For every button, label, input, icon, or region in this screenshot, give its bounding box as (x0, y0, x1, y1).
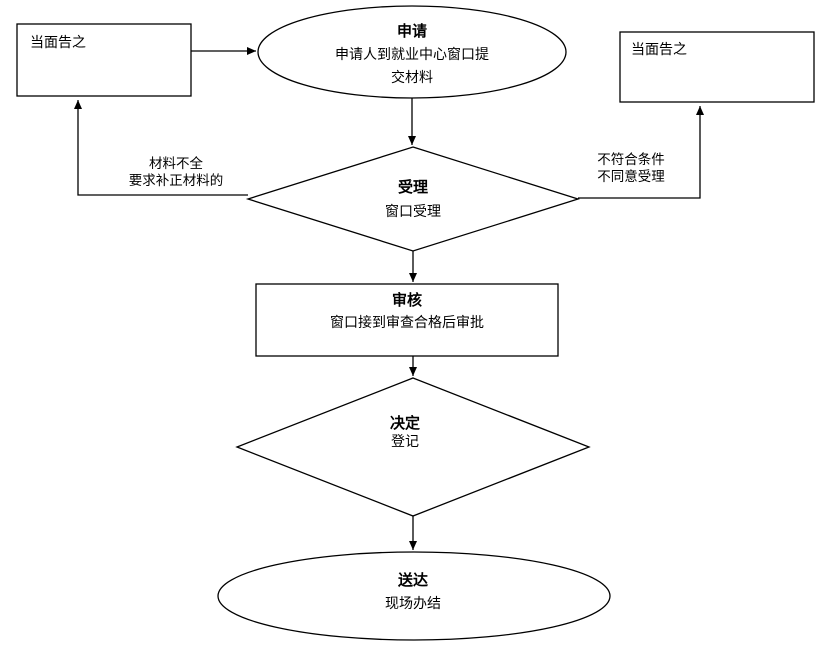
accept-node: 受理 窗口受理 (245, 146, 581, 252)
incomplete-label-line2: 要求补正材料的 (129, 173, 224, 189)
rejected-label-line2: 不同意受理 (597, 168, 665, 185)
deliver-node: 送达 现场办结 (217, 551, 611, 641)
incomplete-label-line1: 材料不全 (149, 155, 203, 172)
accept-body: 窗口受理 (385, 203, 441, 220)
accept-title: 受理 (398, 178, 428, 196)
apply-title: 申请 (397, 22, 427, 40)
apply-line1: 申请人到就业中心窗口提 (335, 46, 489, 63)
notice-box-right: 当面告之 (619, 31, 815, 103)
review-title: 审核 (392, 291, 422, 309)
edge-accept-to-notice-right (578, 106, 704, 199)
deliver-body: 现场办结 (385, 596, 441, 612)
review-node: 审核 窗口接到审查合格后审批 (255, 283, 559, 357)
decide-node: 决定 登记 (235, 377, 591, 517)
notice-right-label: 当面告之 (631, 42, 687, 58)
deliver-title: 送达 (397, 571, 428, 589)
apply-node: 申请 申请人到就业中心窗口提 交材料 (257, 5, 567, 99)
apply-line2: 交材料 (391, 69, 433, 86)
review-body: 窗口接到审查合格后审批 (330, 314, 484, 331)
notice-left-label: 当面告之 (30, 35, 86, 51)
decide-body: 登记 (391, 434, 419, 450)
decide-title: 决定 (390, 414, 420, 432)
edge-accept-to-notice-left (74, 100, 248, 196)
notice-box-left: 当面告之 (16, 23, 192, 97)
rejected-label-line1: 不符合条件 (597, 151, 665, 168)
